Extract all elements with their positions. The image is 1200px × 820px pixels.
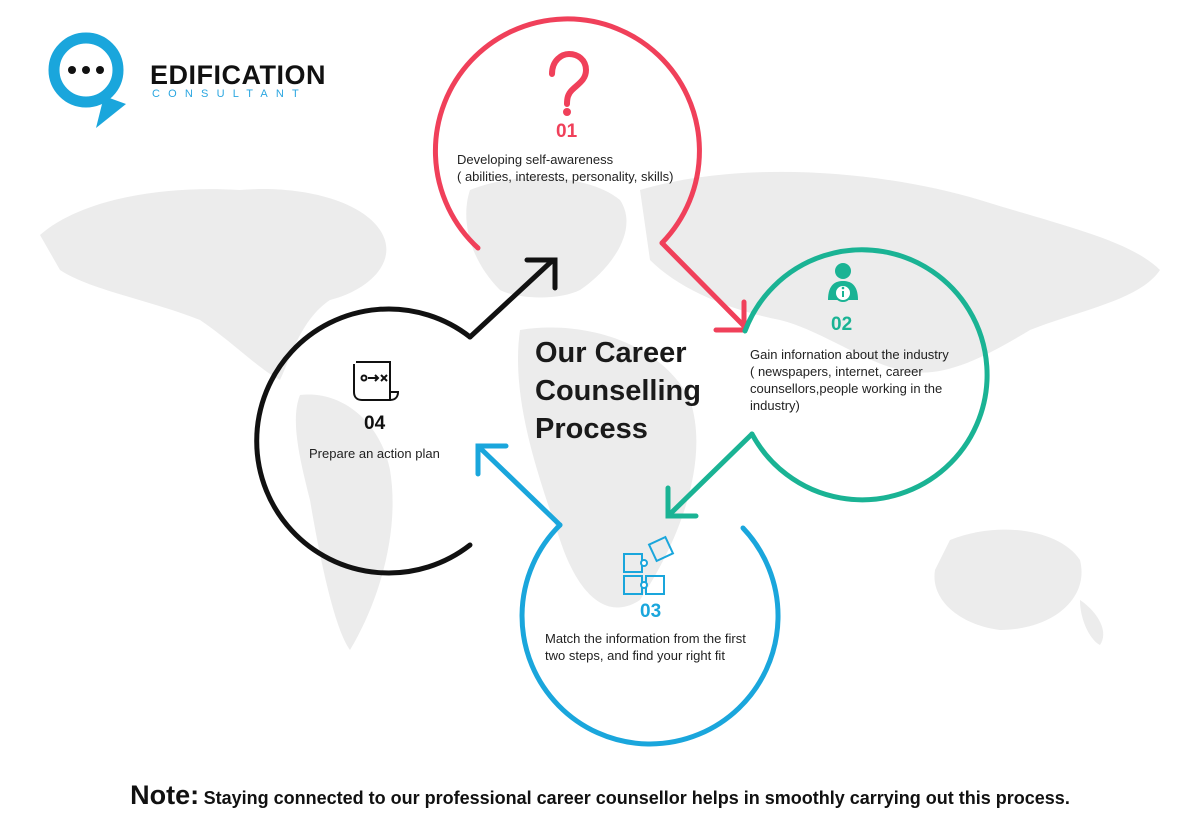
person-info-icon [828,263,858,302]
note-label: Note: [130,780,200,810]
step-1-number: 01 [556,121,578,142]
brand-subtitle: CONSULTANT [152,88,307,100]
question-mark-icon [549,50,590,116]
puzzle-icon [623,535,675,595]
brand-name: EDIFICATION [150,60,326,90]
brand-logo-icon [48,32,126,128]
step-3-number: 03 [640,601,662,622]
action-plan-scroll-icon [353,361,400,401]
step-2-ring [665,247,990,519]
step-2-number: 02 [831,314,853,335]
step-4-number: 04 [364,413,386,434]
step-3-ring [475,443,781,747]
world-map-background [40,171,1160,650]
footer-note: Note: Staying connected to our professio… [0,780,1200,811]
step-1-description: Developing self-awareness ( abilities, i… [457,152,674,184]
step-4-ring [254,257,558,576]
step-2-description: Gain infornation about the industry ( ne… [750,347,949,413]
step-4-description: Prepare an action plan [309,446,440,461]
note-text: Staying connected to our professional ca… [203,788,1070,808]
page-title: Our Career Counselling Process [535,337,701,445]
step-3-description: Match the information from the first two… [545,631,746,663]
